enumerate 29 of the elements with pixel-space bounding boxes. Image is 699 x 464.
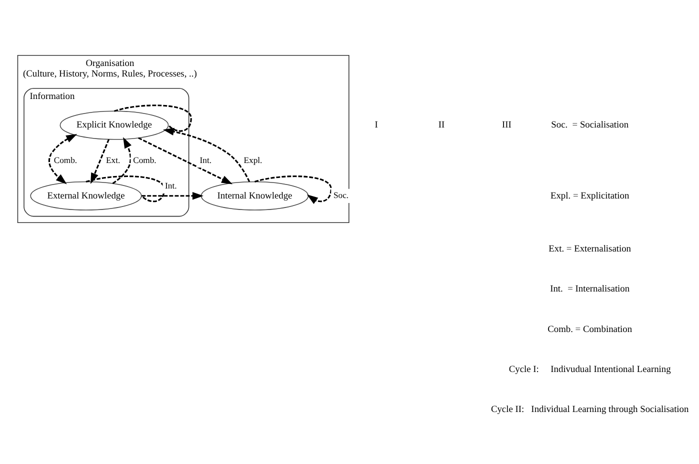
connector: [114, 104, 192, 132]
arrow: [90, 139, 110, 184]
edge-label: Ext.: [106, 154, 120, 165]
label: Soc. = Socialisation: [551, 120, 629, 131]
label: Int. = Internalisation: [550, 284, 630, 295]
edge-label: Expl.: [244, 154, 262, 165]
arrow: [142, 192, 204, 200]
label: Cycle I: Indivudual Intentional Learning: [508, 364, 671, 375]
label: Comb. = Combination: [548, 324, 632, 335]
arrow: [112, 137, 132, 184]
edge-label: Soc.: [333, 190, 349, 200]
edge-label: Int.: [165, 180, 177, 191]
label: III: [502, 120, 512, 131]
label: Cycle II: Individual Learning through Socialisation: [490, 404, 689, 415]
arrow: [162, 128, 250, 182]
node-ellipse: Internal Knowledge: [200, 181, 309, 210]
edge-label: Int.: [200, 154, 212, 165]
arrow: [48, 134, 78, 184]
arrow: [254, 176, 332, 204]
label: II: [438, 120, 445, 131]
arrow: [138, 137, 233, 184]
label: Ext. = Externalisation: [548, 244, 632, 255]
connector: [86, 176, 166, 202]
edge-label: Comb.: [133, 154, 156, 165]
node-ellipse: External Knowledge: [30, 181, 142, 210]
edge-label: Comb.: [54, 154, 78, 165]
label: I: [374, 120, 378, 131]
node-ellipse: Explicit Knowledge: [60, 110, 169, 140]
label: Expl. = Explicitation: [550, 191, 630, 202]
